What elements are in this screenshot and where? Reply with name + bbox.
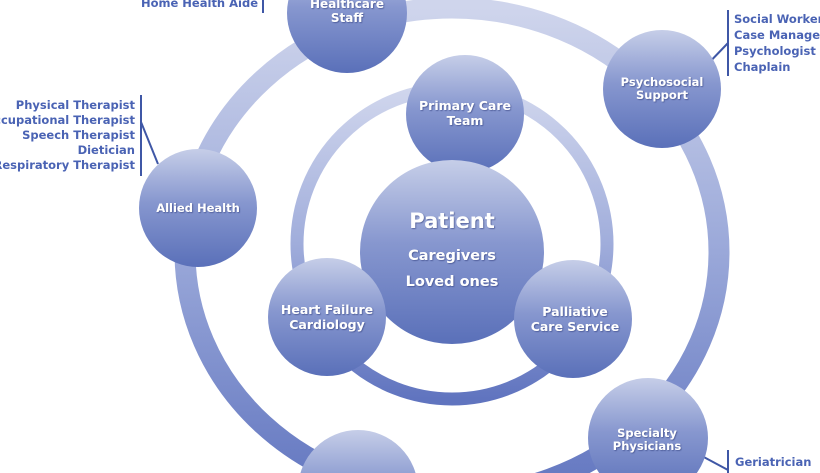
member-label: Respiratory Therapist: [0, 158, 135, 172]
member-label: Chaplain: [734, 60, 790, 74]
node-primary-care-line2: Team: [447, 113, 484, 128]
node-psychosocial-line2: Support: [636, 88, 689, 102]
node-specialty-line2: Physicians: [613, 439, 682, 453]
member-label: Geriatrician: [735, 455, 811, 469]
node-healthcare-staff-line2: Staff: [331, 11, 363, 25]
node-healthcare-staff[interactable]: Healthcare Staff: [287, 0, 407, 73]
member-label: Speech Therapist: [22, 128, 135, 142]
member-label: Physical Therapist: [16, 98, 136, 112]
node-heart-failure[interactable]: Heart Failure Cardiology: [268, 258, 386, 376]
patient-line-loved-ones: Loved ones: [406, 274, 499, 290]
member-label: Occupational Therapist: [0, 113, 135, 127]
node-palliative[interactable]: Palliative Care Service: [514, 260, 632, 378]
patient-line-caregivers: Caregivers: [408, 248, 496, 264]
members-healthcare-staff: Home Health Aide: [141, 0, 258, 10]
node-specialty[interactable]: Specialty Physicians: [588, 378, 708, 473]
member-label: Psychologist: [734, 44, 816, 58]
member-label: Dietician: [78, 143, 135, 157]
node-healthcare-staff-line1: Healthcare: [310, 0, 384, 11]
bracket-allied-health: [140, 95, 159, 176]
node-palliative-line2: Care Service: [531, 319, 620, 334]
member-label: Social Worker: [734, 12, 820, 26]
node-bottom-partial[interactable]: [298, 430, 418, 473]
node-primary-care-line1: Primary Care: [419, 98, 511, 113]
node-psychosocial[interactable]: Psychosocial Support: [603, 30, 721, 148]
patient-title: Patient: [409, 209, 494, 233]
node-psychosocial-line1: Psychosocial: [621, 75, 704, 89]
node-palliative-line1: Palliative: [542, 304, 607, 319]
node-allied-health[interactable]: Allied Health: [139, 149, 257, 267]
node-heart-failure-line2: Cardiology: [289, 317, 365, 332]
member-label: Case Manager: [734, 28, 820, 42]
member-label: Home Health Aide: [141, 0, 258, 10]
members-psychosocial: Social Worker Case Manager Psychologist …: [734, 12, 820, 74]
members-allied-health: Physical Therapist Occupational Therapis…: [0, 98, 135, 172]
node-primary-care[interactable]: Primary Care Team: [406, 55, 524, 173]
node-heart-failure-line1: Heart Failure: [281, 302, 373, 317]
node-allied-health-line1: Allied Health: [156, 201, 240, 215]
members-specialty: Geriatrician: [735, 455, 811, 469]
node-patient[interactable]: Patient Caregivers Loved ones: [360, 160, 544, 344]
node-specialty-line1: Specialty: [617, 426, 677, 440]
